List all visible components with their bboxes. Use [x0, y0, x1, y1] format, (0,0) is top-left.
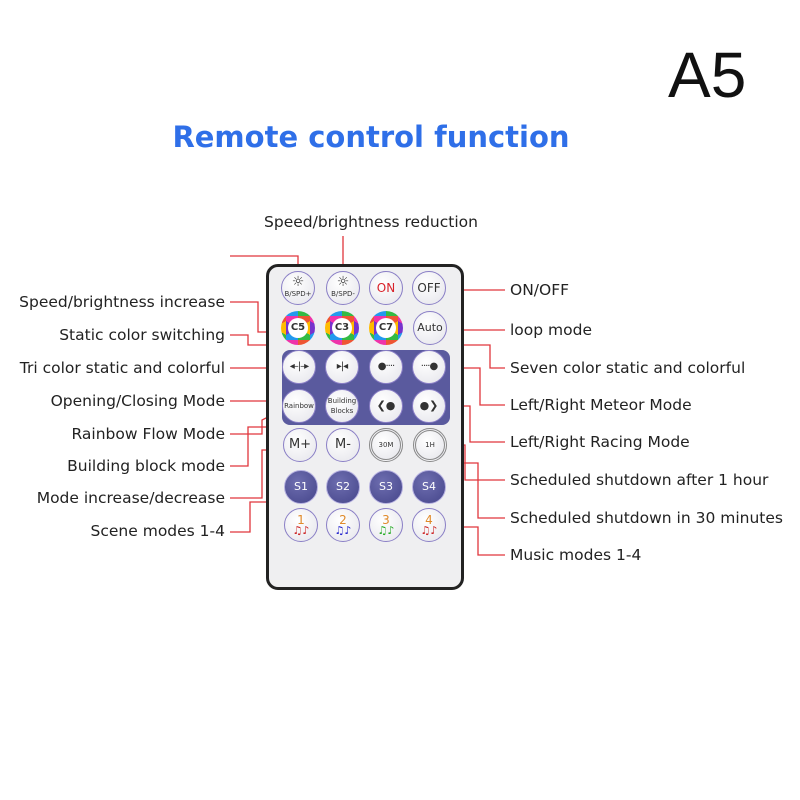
timer-1h-button[interactable]: 1H — [413, 428, 447, 462]
product-code: A5 — [668, 39, 747, 111]
brightness-down-button[interactable]: ☼B/SPD- — [326, 271, 360, 305]
label-mode-inc-dec: Mode increase/decrease — [36, 489, 225, 507]
auto-button[interactable]: Auto — [413, 311, 447, 345]
racing-left-button[interactable]: ❮● — [369, 389, 403, 423]
scene-4-button[interactable]: S4 — [412, 470, 446, 504]
label-shutdown-30m: Scheduled shutdown in 30 minutes — [510, 509, 783, 527]
label-speed-brightness-increase: Speed/brightness increase — [19, 293, 225, 311]
rainbow-button[interactable]: Rainbow — [282, 389, 316, 423]
c3-button[interactable]: C3 — [325, 311, 359, 345]
timer-30m-button[interactable]: 30M — [369, 428, 403, 462]
on-button[interactable]: ON — [369, 271, 403, 305]
label-scene-modes: Scene modes 1-4 — [90, 522, 225, 540]
close-mode-button[interactable]: ▸|◂ — [325, 350, 359, 384]
open-mode-button[interactable]: ◂–|–▸ — [282, 350, 316, 384]
c5-button[interactable]: C5 — [281, 311, 315, 345]
mode-decrease-button[interactable]: M- — [326, 428, 360, 462]
brightness-up-button[interactable]: ☼B/SPD+ — [281, 271, 315, 305]
scene-2-button[interactable]: S2 — [326, 470, 360, 504]
label-seven-color: Seven color static and colorful — [510, 359, 746, 377]
scene-1-button[interactable]: S1 — [284, 470, 318, 504]
label-building-block: Building block mode — [67, 457, 225, 475]
racing-right-button[interactable]: ●❯ — [412, 389, 446, 423]
label-music-modes: Music modes 1-4 — [510, 546, 642, 564]
mode-increase-button[interactable]: M+ — [283, 428, 317, 462]
music-4-button[interactable]: 4♫♪ — [412, 508, 446, 542]
off-button[interactable]: OFF — [412, 271, 446, 305]
meteor-right-button[interactable]: ····● — [412, 350, 446, 384]
label-opening-closing: Opening/Closing Mode — [50, 392, 225, 410]
diagram-title: Remote control function — [172, 120, 570, 154]
label-tri-color: Tri color static and colorful — [19, 359, 225, 377]
label-shutdown-1h: Scheduled shutdown after 1 hour — [510, 471, 769, 489]
music-3-button[interactable]: 3♫♪ — [369, 508, 403, 542]
label-rainbow-flow: Rainbow Flow Mode — [71, 425, 225, 443]
meteor-left-button[interactable]: ●···· — [369, 350, 403, 384]
label-meteor: Left/Right Meteor Mode — [510, 396, 692, 414]
remote-control: ☼B/SPD+ ☼B/SPD- ON OFF C5 C3 C7 Auto ◂–|… — [266, 264, 464, 590]
c7-button[interactable]: C7 — [369, 311, 403, 345]
label-speed-brightness-reduction: Speed/brightness reduction — [264, 213, 478, 231]
label-racing: Left/Right Racing Mode — [510, 433, 690, 451]
label-loop-mode: loop mode — [510, 321, 592, 339]
building-blocks-button[interactable]: Building Blocks — [325, 389, 359, 423]
music-1-button[interactable]: 1♫♪ — [284, 508, 318, 542]
scene-3-button[interactable]: S3 — [369, 470, 403, 504]
label-on-off: ON/OFF — [510, 281, 570, 299]
music-2-button[interactable]: 2♫♪ — [326, 508, 360, 542]
label-static-color-switching: Static color switching — [59, 326, 225, 344]
